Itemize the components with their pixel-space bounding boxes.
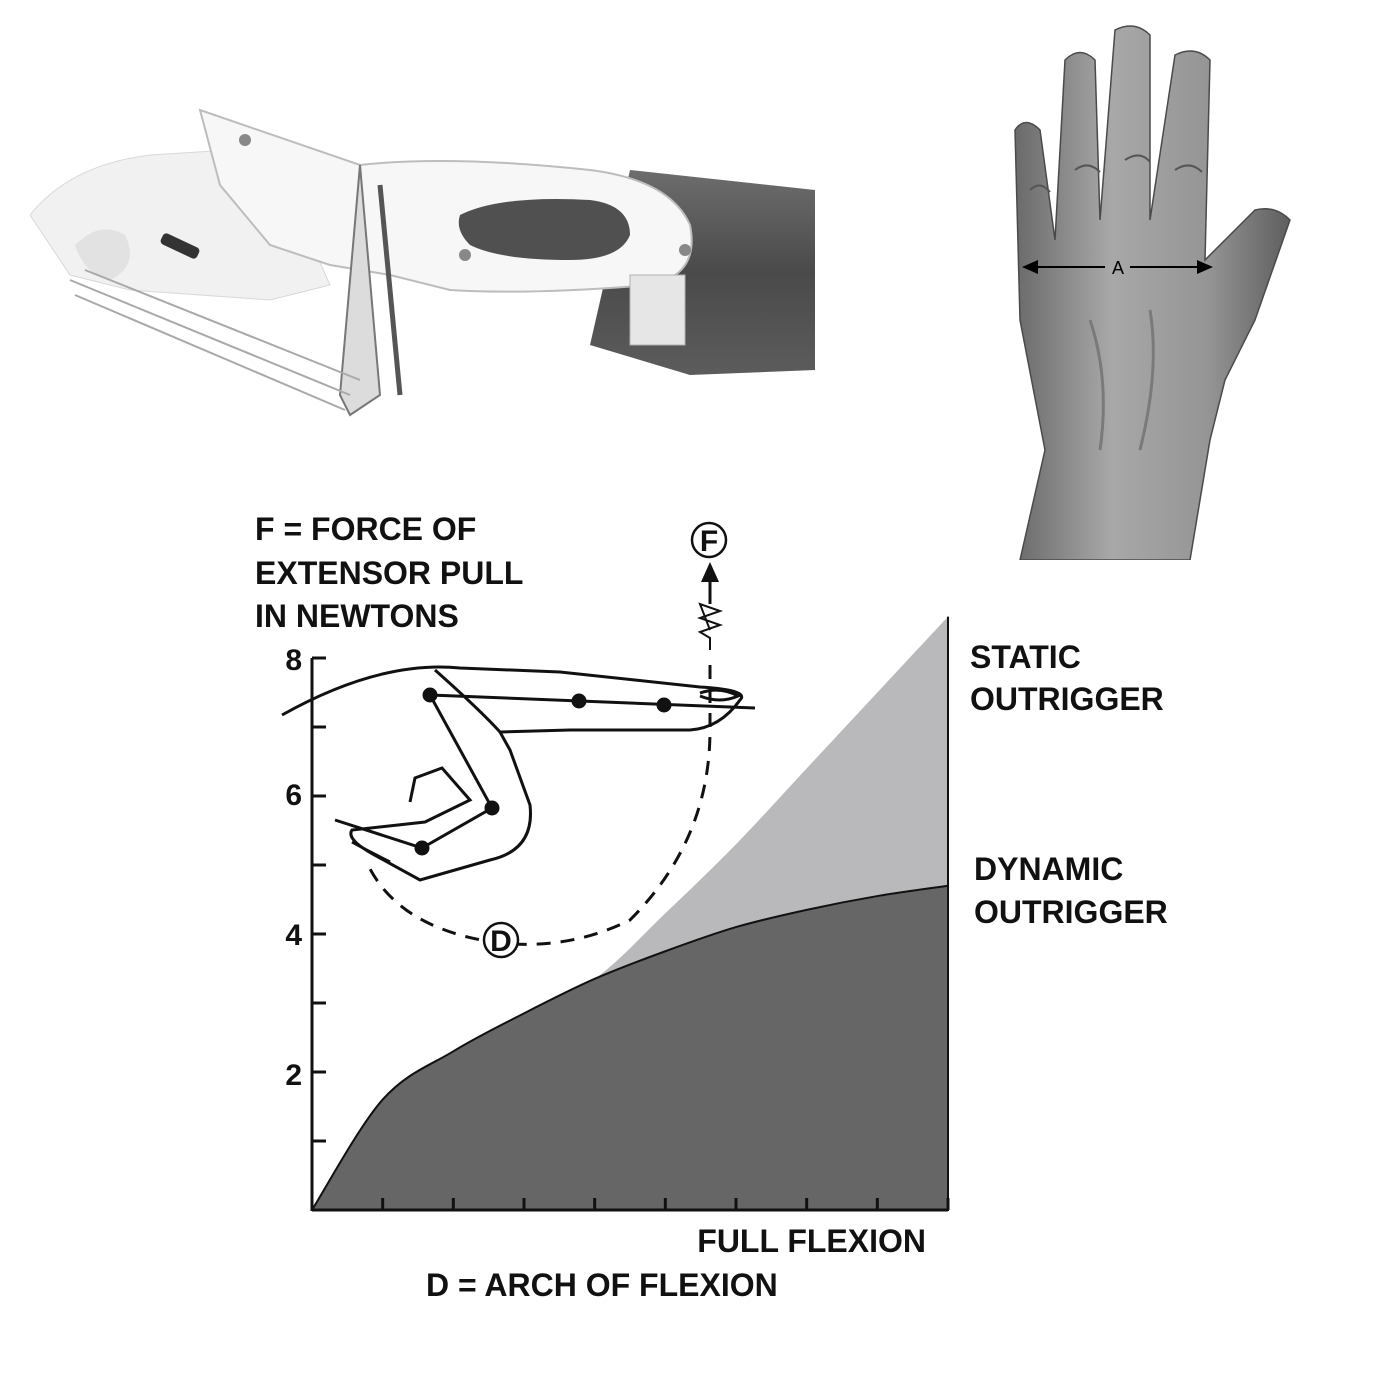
axis-ticks [312,616,950,1210]
rivet [459,249,471,261]
wrist-strap [629,274,686,346]
legend-dynamic-line: DYNAMIC [974,851,1123,887]
dynamic-outrigger-area [310,884,949,1211]
legend-dynamic-line: OUTRIGGER [974,894,1168,930]
vein-lines [1088,309,1155,451]
joint-dot [571,693,587,709]
fingernail-bottom [351,840,391,864]
force-marker-label: F [700,525,718,558]
y-axis-title-line: EXTENSOR PULL [255,555,523,591]
x-axis-title: D = ARCH OF FLEXION [426,1267,778,1303]
y-tick-label: 2 [285,1059,302,1092]
legend-static-line: OUTRIGGER [970,681,1164,717]
arrow-right-icon [1197,260,1213,274]
joint-dot [656,697,672,713]
y-axis-title-line: F = FORCE OF [255,511,476,547]
rivet [679,244,691,256]
finger-upper-skin [434,668,502,734]
arc-marker-label: D [490,925,512,958]
arrow-left-icon [1022,260,1038,274]
flexion-arc [366,665,712,946]
arc-marker-circle [482,921,520,959]
outrigger-frame [338,164,382,417]
splint-photo [30,108,815,417]
y-axis-title-line: IN NEWTONS [255,598,459,634]
measure-label: A [1112,258,1124,278]
y-tick-label: 8 [285,644,302,677]
finger-fold [75,229,130,280]
joint-dot [414,840,430,856]
y-tick-label: 4 [285,919,302,952]
outrigger-frame-2 [377,184,403,396]
knuckle-lines [1029,154,1203,193]
legend-static-line: STATIC [970,639,1081,675]
joint-dot [484,800,500,816]
hinge [160,233,200,259]
y-tick-label: 6 [285,779,302,812]
rivet [239,134,251,146]
arrow-up-icon [701,562,719,582]
force-marker-circle [690,521,728,559]
spring-icon [696,602,724,650]
force-flexion-graph: 8 6 4 2 F = FORCE OF EXTENSOR PULL IN NE… [255,511,1168,1303]
splint-window [458,199,630,260]
finger-illustration [281,665,756,882]
hand-silhouette [1014,25,1291,560]
finger-joint-line [334,694,495,850]
outrigger-rods [69,269,361,411]
joint-dot [422,687,438,703]
finger-axis-line [429,693,756,710]
x-end-label: FULL FLEXION [697,1223,926,1259]
hand-photo: A [1014,25,1291,560]
